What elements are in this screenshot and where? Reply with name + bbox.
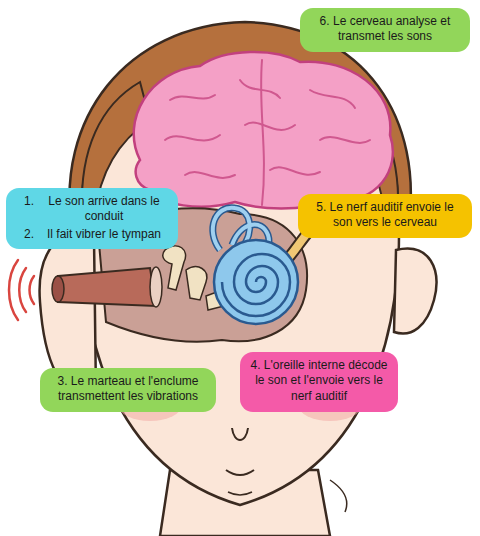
step-box: 6. Le cerveau analyse et transmet les so… xyxy=(300,8,470,52)
step-box: 1.Le son arrive dans le conduit2.Il fait… xyxy=(6,188,178,249)
step-text: 4. L'oreille interne décode le son et l'… xyxy=(250,358,388,404)
step-box: 5. Le nerf auditif envoie le son vers le… xyxy=(298,194,472,238)
step-text: Il fait vibrer le tympan xyxy=(40,227,168,243)
step-box: 4. L'oreille interne décode le son et l'… xyxy=(240,352,398,412)
step-text: 6. Le cerveau analyse et transmet les so… xyxy=(310,14,460,45)
step-text: 5. Le nerf auditif envoie le son vers le… xyxy=(308,200,462,231)
step-number: 1. xyxy=(16,194,38,226)
step-box: 3. Le marteau et l'enclume transmettent … xyxy=(40,368,216,412)
step-text: 3. Le marteau et l'enclume transmettent … xyxy=(50,374,206,405)
step-number: 2. xyxy=(16,227,38,243)
step-text: Le son arrive dans le conduit xyxy=(40,194,168,226)
